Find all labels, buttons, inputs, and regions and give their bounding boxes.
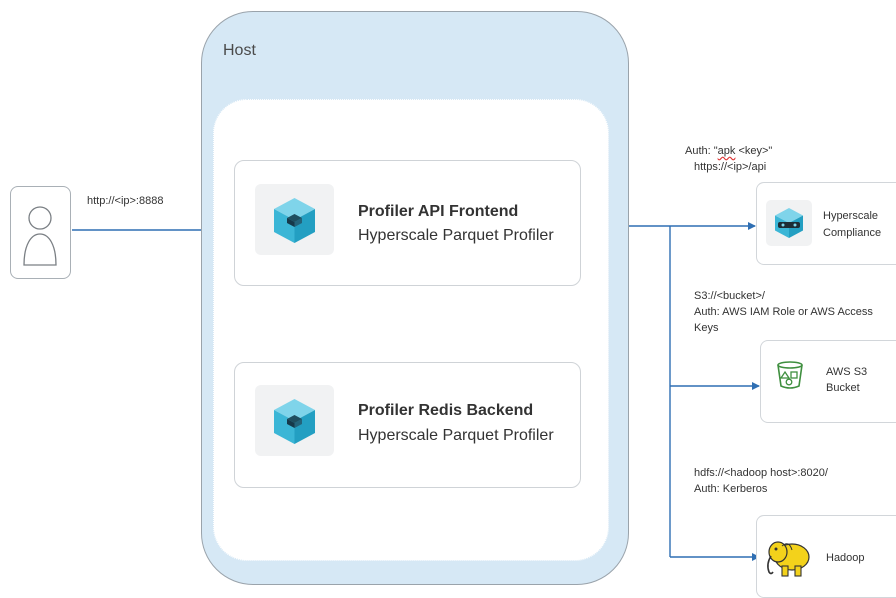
s3-label-line1: AWS S3 [826,366,868,378]
backend-cube-icon [255,385,334,456]
hyperscale-auth-key: apk [717,145,736,157]
hyperscale-url: https://<ip>/api [694,161,767,173]
backend-subtitle: Hyperscale Parquet Profiler [358,427,554,444]
hyperscale-compliance-icon [766,200,812,251]
s3-bucket-box [760,340,896,423]
hyperscale-auth: Auth: "apk <key>" [685,144,772,159]
s3-url: S3://<bucket>/ [694,290,765,302]
user-link-label: http://<ip>:8888 [87,195,164,207]
hyperscale-auth-suffix: <key>" [735,145,773,157]
hyperscale-label-line1: Hyperscale [823,210,879,222]
hyperscale-label-line2: Compliance [823,227,882,239]
hadoop-label: Hadoop [826,552,865,564]
frontend-title: Profiler API Frontend [358,203,519,220]
frontend-cube-icon [255,184,334,255]
host-label: Host [223,42,256,59]
hadoop-url: hdfs://<hadoop host>:8020/ [694,467,828,479]
frontend-subtitle: Hyperscale Parquet Profiler [358,227,554,244]
s3-auth-line2: Keys [694,322,719,334]
s3-label-line2: Bucket [826,382,860,394]
user-icon [23,206,57,266]
user-box [10,186,71,279]
s3-bucket-icon [773,358,807,397]
hyperscale-auth-prefix: Auth: " [685,145,718,157]
backend-title: Profiler Redis Backend [358,402,534,419]
hadoop-auth: Auth: Kerberos [694,483,768,495]
s3-auth-line1: Auth: AWS IAM Role or AWS Access [694,306,873,318]
hadoop-elephant-icon [762,530,814,587]
